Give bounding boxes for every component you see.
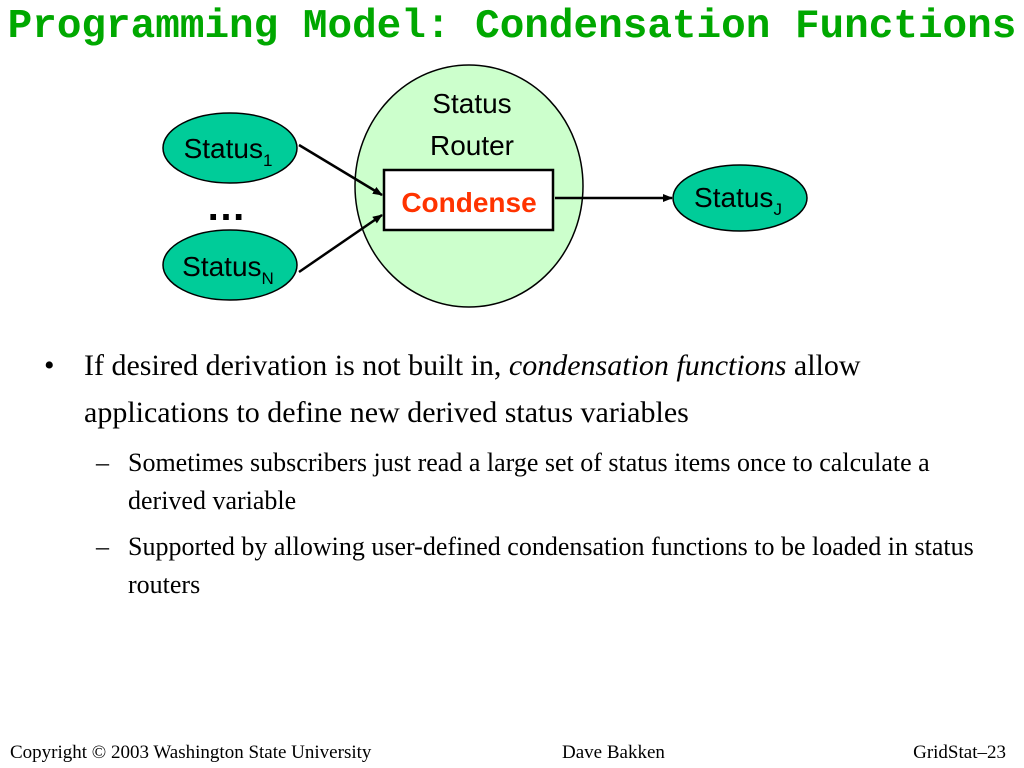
condense-box	[382, 168, 555, 232]
sub-bullet-marker: –	[96, 448, 109, 477]
status-j-node	[672, 164, 808, 232]
status-1-label: Status1	[184, 133, 273, 170]
arrow-status1-to-condense	[298, 143, 383, 197]
arrow-statusn-to-condense	[298, 213, 383, 274]
status-n-node	[162, 229, 298, 301]
bullet-text-after: allow applications to define new derived…	[84, 349, 861, 429]
router-label-line2: Router	[430, 130, 514, 161]
sub-bullet-marker: –	[96, 532, 109, 561]
bullet-emphasis: condensation functions	[508, 349, 787, 382]
bullet-item: • If desired derivation is not built in,…	[44, 342, 994, 436]
status-j-label: StatusJ	[694, 182, 782, 219]
sub-bullet-item: – Supported by allowing user-defined con…	[44, 528, 994, 604]
condense-label: Condense	[401, 187, 536, 218]
footer-author: Dave Bakken	[562, 742, 665, 763]
sub-bullet-text: Sometimes subscribers just read a large …	[128, 448, 930, 515]
bullet-marker: •	[44, 349, 55, 382]
slide-title: Programming Model: Condensation Function…	[7, 4, 1017, 50]
bullet-list: • If desired derivation is not built in,…	[44, 342, 994, 604]
ellipsis-text: …	[206, 185, 246, 229]
status-1-node	[162, 112, 298, 184]
status-n-label: StatusN	[182, 251, 274, 288]
sub-bullet-item: – Sometimes subscribers just read a larg…	[44, 444, 994, 520]
footer-copyright: Copyright © 2003 Washington State Univer…	[10, 742, 372, 763]
condensation-diagram: Status Router Condense Status1 … StatusN…	[162, 64, 808, 308]
sub-bullet-text: Supported by allowing user-defined conde…	[128, 532, 974, 599]
footer-page-number: GridStat–23	[913, 742, 1006, 763]
router-label-line1: Status	[432, 88, 511, 119]
bullet-text-before: If desired derivation is not built in,	[84, 349, 509, 382]
